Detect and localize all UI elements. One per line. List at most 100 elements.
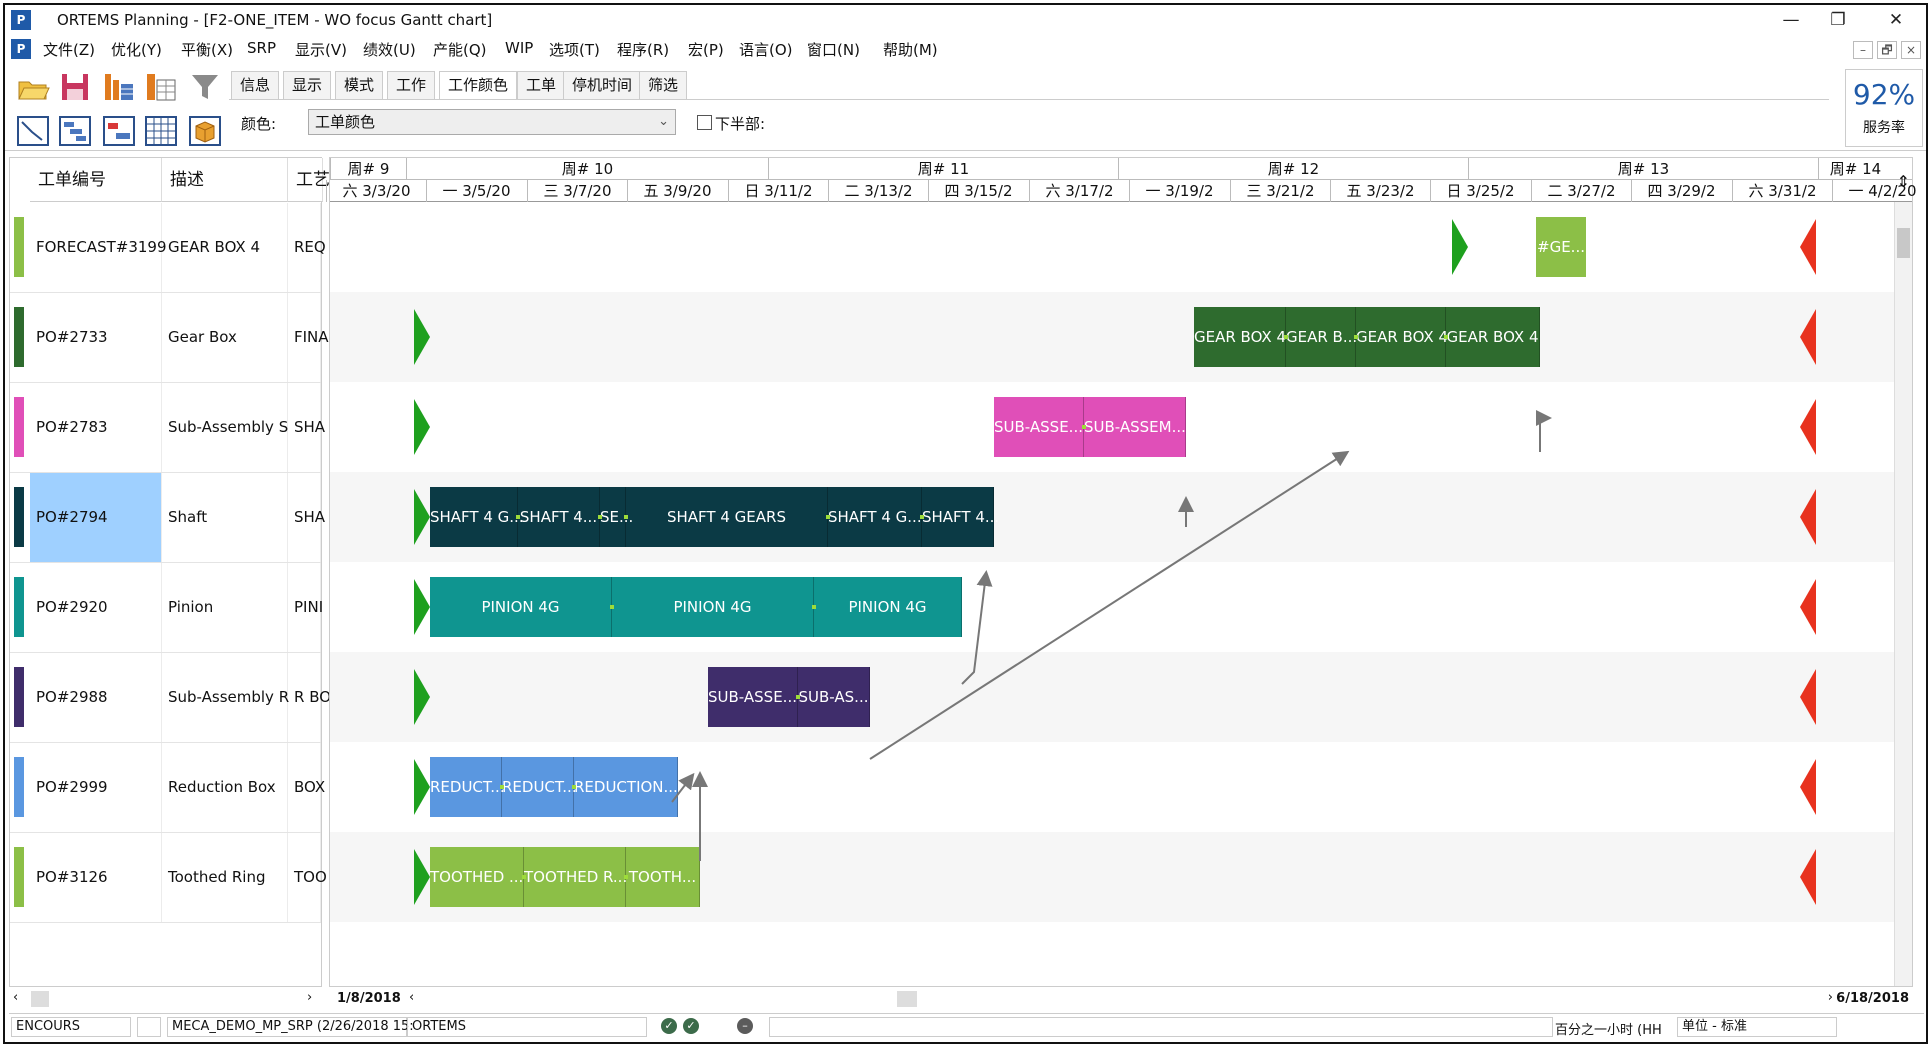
resource-table-icon[interactable]: [143, 69, 177, 103]
gantt-operation-segment[interactable]: SE...: [600, 487, 633, 547]
gantt-operation-segment[interactable]: TOOTHED ...: [430, 847, 524, 907]
gantt-scroll-thumb[interactable]: [897, 991, 917, 1007]
order-id-cell[interactable]: PO#2733: [30, 293, 162, 382]
close-button[interactable]: ✕: [1888, 10, 1904, 30]
gantt-operation-segment[interactable]: TOOTH...: [626, 847, 700, 907]
restore-button[interactable]: ❐: [1830, 10, 1846, 30]
app-icon[interactable]: P: [11, 10, 31, 30]
scroll-left-icon[interactable]: ‹: [13, 990, 19, 1005]
column-header-routing[interactable]: 工艺: [288, 158, 330, 202]
gantt-operation-segment[interactable]: SHAFT 4 G...: [828, 487, 922, 547]
mdi-restore-button[interactable]: 🗗: [1877, 41, 1897, 59]
menu-item-12[interactable]: 窗口(N): [807, 41, 860, 59]
tab-5[interactable]: 工单: [517, 71, 566, 99]
routing-cell[interactable]: REQ: [288, 203, 326, 292]
gantt-operation-segment[interactable]: GEAR B...: [1286, 307, 1357, 367]
gantt-operation-segment[interactable]: SHAFT 4...: [518, 487, 600, 547]
description-cell[interactable]: Sub-Assembly R: [162, 653, 289, 742]
color-select[interactable]: 工单颜色 ⌄: [308, 109, 676, 135]
gantt-operation-segment[interactable]: REDUCT...: [502, 757, 577, 817]
tab-3[interactable]: 工作: [387, 71, 436, 99]
gantt-operation-segment[interactable]: #GE...: [1537, 238, 1585, 256]
gantt-operation-segment[interactable]: PINION 4G: [814, 577, 962, 637]
gantt-task-bar[interactable]: #GE...: [1536, 217, 1586, 277]
link-chart-icon[interactable]: [15, 113, 49, 147]
gantt-task-bar[interactable]: REDUCT...REDUCT...REDUCTION...: [430, 757, 678, 817]
tab-4[interactable]: 工作颜色: [439, 71, 518, 99]
left-horizontal-scrollbar[interactable]: ‹ ›: [9, 989, 322, 1009]
tab-6[interactable]: 停机时间: [563, 71, 642, 99]
gantt-operation-segment[interactable]: REDUCT...: [430, 757, 505, 817]
gantt-operation-segment[interactable]: SHAFT 4 G...: [430, 487, 524, 547]
column-header-order-id[interactable]: 工单编号: [30, 158, 162, 202]
description-cell[interactable]: GEAR BOX 4: [162, 203, 288, 292]
order-id-cell[interactable]: PO#2988: [30, 653, 162, 742]
menu-item-13[interactable]: 帮助(M): [883, 41, 938, 59]
menu-item-10[interactable]: 宏(P): [688, 41, 724, 59]
gantt-operation-segment[interactable]: SUB-ASSEM...: [1084, 397, 1186, 457]
gantt-scroll-right-icon[interactable]: ›: [1827, 990, 1833, 1005]
description-cell[interactable]: Toothed Ring: [162, 833, 288, 922]
open-folder-icon[interactable]: [15, 69, 50, 103]
vertical-scrollbar[interactable]: [1894, 202, 1912, 986]
save-icon[interactable]: [57, 69, 91, 103]
order-id-cell[interactable]: PO#2999: [30, 743, 162, 832]
document-icon[interactable]: P: [11, 39, 31, 59]
filter-icon[interactable]: [187, 69, 221, 103]
gantt-operation-segment[interactable]: SHAFT 4...: [922, 487, 999, 547]
gantt-operation-segment[interactable]: GEAR BOX 4: [1194, 307, 1286, 367]
routing-cell[interactable]: R BO: [288, 653, 331, 742]
description-cell[interactable]: Sub-Assembly S: [162, 383, 288, 472]
gantt-task-bar[interactable]: SUB-ASSE...SUB-AS...: [708, 667, 870, 727]
menu-item-2[interactable]: 平衡(X): [181, 41, 233, 59]
gantt-operation-segment[interactable]: SUB-ASSE...: [708, 667, 798, 727]
scroll-right-icon[interactable]: ›: [307, 990, 313, 1005]
package-icon[interactable]: [187, 113, 221, 147]
description-cell[interactable]: Gear Box: [162, 293, 288, 382]
routing-cell[interactable]: PINI: [288, 563, 323, 652]
gantt-bars-icon[interactable]: [101, 113, 135, 147]
mdi-minimize-button[interactable]: –: [1853, 41, 1873, 59]
gantt-scroll-left-icon[interactable]: ‹: [409, 990, 415, 1005]
order-id-cell[interactable]: PO#3126: [30, 833, 162, 922]
menu-item-4[interactable]: 显示(V): [295, 41, 347, 59]
description-cell[interactable]: Shaft: [162, 473, 288, 562]
gantt-operation-segment[interactable]: PINION 4G: [612, 577, 814, 637]
minimize-button[interactable]: —: [1782, 10, 1800, 30]
menu-item-5[interactable]: 绩效(U): [363, 41, 416, 59]
routing-cell[interactable]: TOO: [288, 833, 327, 922]
routing-cell[interactable]: SHA: [288, 473, 325, 562]
menu-item-8[interactable]: 选项(T): [549, 41, 600, 59]
gantt-resource-icon[interactable]: [101, 69, 135, 103]
gantt-operation-segment[interactable]: SUB-AS...: [798, 667, 870, 727]
routing-cell[interactable]: BOX: [288, 743, 325, 832]
gantt-operation-segment[interactable]: SUB-ASSE...: [994, 397, 1084, 457]
gantt-operation-segment[interactable]: REDUCTION...: [574, 757, 678, 817]
gantt-operation-segment[interactable]: GEAR BOX 4: [1446, 307, 1540, 367]
menu-item-7[interactable]: WIP: [505, 39, 534, 57]
menu-item-1[interactable]: 优化(Y): [111, 41, 162, 59]
description-cell[interactable]: Reduction Box: [162, 743, 288, 832]
menu-item-11[interactable]: 语言(O): [739, 41, 793, 59]
order-id-cell[interactable]: FORECAST#3199: [30, 203, 167, 292]
lower-half-checkbox[interactable]: [697, 115, 712, 130]
order-id-cell[interactable]: PO#2794: [30, 473, 162, 562]
resize-arrows-icon[interactable]: ⇕: [1896, 172, 1910, 191]
gantt-operation-segment[interactable]: SHAFT 4 GEARS: [626, 487, 828, 547]
gantt-task-bar[interactable]: SHAFT 4 G...SHAFT 4...SE...SHAFT 4 GEARS…: [430, 487, 999, 547]
menu-item-9[interactable]: 程序(R): [617, 41, 670, 59]
routing-cell[interactable]: FINA: [288, 293, 329, 382]
left-scroll-thumb[interactable]: [31, 991, 49, 1007]
gantt-task-bar[interactable]: TOOTHED ...TOOTHED R...TOOTH...: [430, 847, 700, 907]
gantt-operation-segment[interactable]: TOOTHED R...: [524, 847, 627, 907]
gantt-horizontal-scrollbar[interactable]: 1/8/2018 ‹ › 6/18/2018: [329, 989, 1913, 1009]
